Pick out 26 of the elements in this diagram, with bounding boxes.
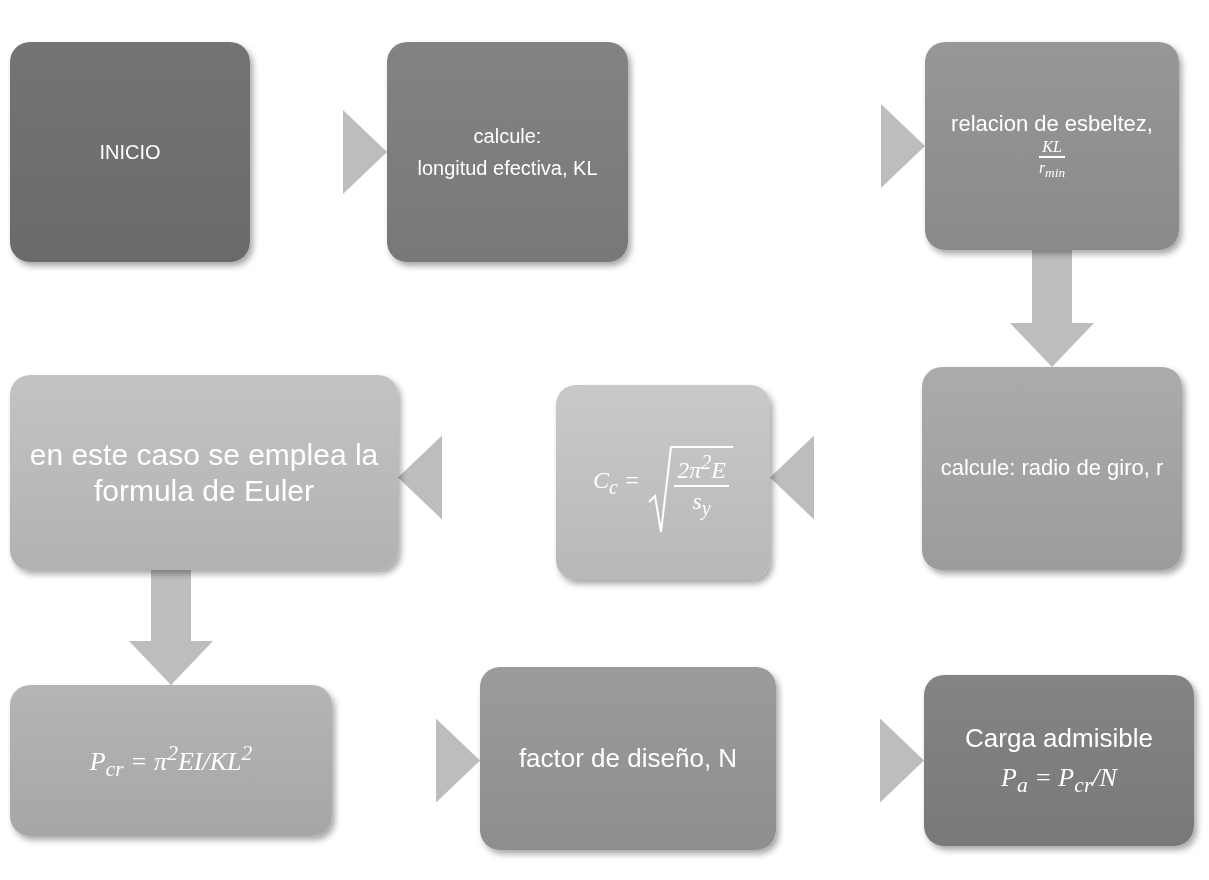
- formula-numerator: KL: [1039, 137, 1065, 159]
- formula-text: P$_{a}$ = P$_{cr}$/N: [1001, 762, 1117, 799]
- formula-denominator: s$_{y}$: [692, 486, 711, 520]
- formula-text: P$_{cr}$ = π$^{2}$EI/KL$^{2}$: [89, 739, 253, 782]
- process-box: [10, 42, 250, 262]
- process-box: [925, 42, 1179, 250]
- box-text: Carga admisible: [965, 722, 1153, 754]
- box-text: INICIO: [99, 140, 161, 164]
- formula-text: C$_{c}$ =: [593, 466, 641, 499]
- block-arrow: [1010, 250, 1094, 367]
- formula-numerator: 2π$^{2}$E: [674, 449, 729, 487]
- process-box: [480, 667, 776, 850]
- box-text: factor de diseño, N: [518, 742, 738, 775]
- process-box: [924, 675, 1194, 846]
- box-text: relacion de esbeltez,: [951, 110, 1153, 137]
- process-box: [387, 42, 628, 262]
- formula-denominator: r$_{min}$: [1038, 158, 1066, 182]
- process-box: [922, 367, 1182, 570]
- process-box: [10, 685, 332, 836]
- block-arrow: [129, 570, 213, 685]
- box-text: calcule: radio de giro, r: [940, 455, 1164, 482]
- box-text: calcule:: [473, 124, 542, 148]
- box-text: en este caso se emplea la formula de Euler: [28, 436, 380, 509]
- process-box: [556, 385, 770, 580]
- process-box: [10, 375, 398, 570]
- box-text: longitud efectiva, KL: [417, 156, 598, 180]
